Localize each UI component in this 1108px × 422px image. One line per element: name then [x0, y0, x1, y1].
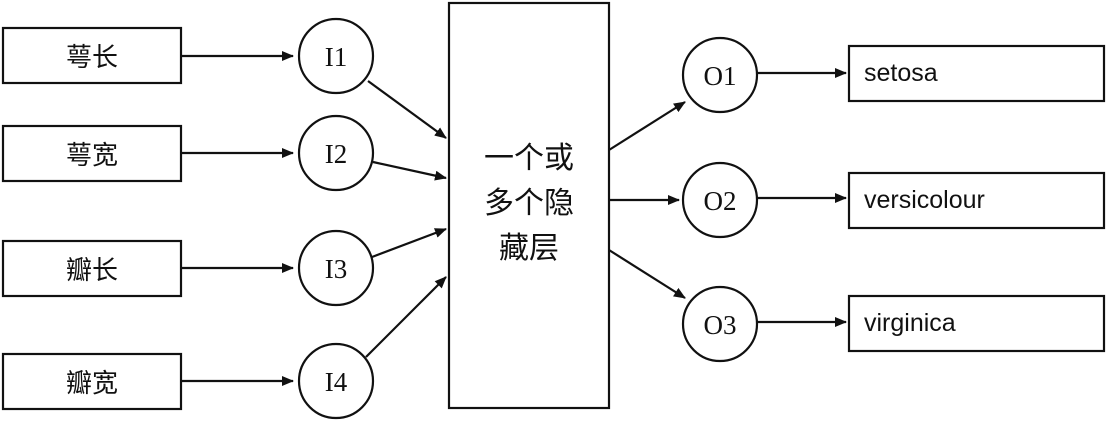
hidden-to-output-arrow [608, 249, 686, 299]
hidden-to-output-arrow [608, 101, 686, 151]
hidden-layer-label-line-3: 藏层 [499, 232, 559, 265]
input-node-1: I1 [297, 17, 375, 95]
input-feature-box-4: 瓣宽 [1, 352, 183, 411]
input-node-label: I2 [325, 139, 348, 169]
input-feature-label: 瓣宽 [66, 369, 118, 398]
class-box-2: versicolour [847, 171, 1106, 230]
class-box-1: setosa [847, 44, 1106, 103]
output-node-1: O1 [681, 36, 759, 114]
input-node-label: I3 [325, 254, 348, 284]
output-node-3: O3 [681, 285, 759, 363]
hidden-layer-label-line-1: 一个或 [484, 142, 574, 175]
input-to-hidden-arrow [372, 160, 447, 181]
input-to-hidden-arrow [367, 80, 447, 139]
hidden-layer-box: 一个或 多个隐 藏层 [447, 1, 611, 410]
class-box-3: virginica [847, 294, 1106, 353]
class-label: versicolour [864, 186, 985, 214]
input-feature-box-3: 瓣长 [1, 239, 183, 298]
output-node-label: O1 [704, 61, 737, 91]
class-label: virginica [864, 309, 956, 337]
input-feature-label: 萼长 [66, 43, 118, 72]
input-node-4: I4 [297, 342, 375, 420]
class-label: setosa [864, 59, 938, 87]
input-feature-label: 萼宽 [66, 141, 118, 170]
hidden-layer-label-line-2: 多个隐 [484, 187, 574, 220]
output-node-label: O3 [704, 310, 737, 340]
input-feature-box-1: 萼长 [1, 26, 183, 85]
input-to-hidden-arrow [365, 276, 447, 358]
input-node-label: I4 [325, 367, 348, 397]
input-feature-box-2: 萼宽 [1, 124, 183, 183]
input-node-2: I2 [297, 114, 375, 192]
output-node-2: O2 [681, 161, 759, 239]
input-to-hidden-arrow [371, 227, 447, 259]
input-node-label: I1 [325, 42, 348, 72]
output-node-label: O2 [704, 186, 737, 216]
input-feature-label: 瓣长 [66, 256, 118, 285]
input-node-3: I3 [297, 229, 375, 307]
